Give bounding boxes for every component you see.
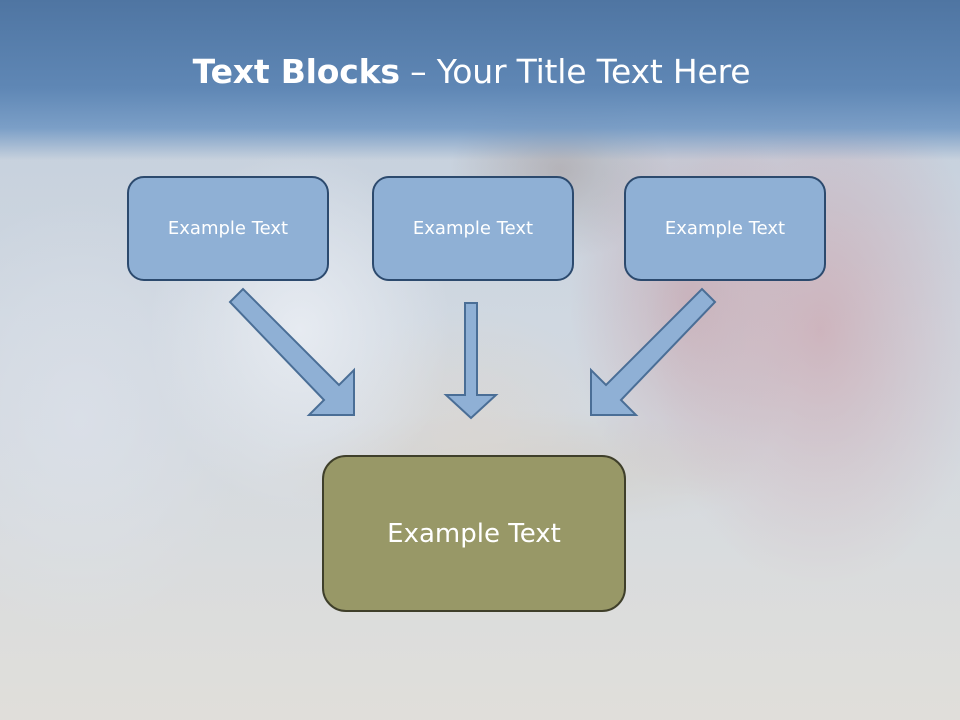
title-bold: Text Blocks [192,52,400,91]
title-rest: Your Title Text Here [436,52,751,91]
arrow-right-icon [590,287,717,416]
text-block-center: Example Text [372,176,574,281]
arrow-center-icon [443,302,499,420]
arrow-left-icon [228,287,355,416]
text-block-left: Example Text [127,176,329,281]
slide-title: Text Blocks – Your Title Text Here [0,52,943,91]
text-block-result-label: Example Text [387,518,561,549]
text-block-center-label: Example Text [412,218,534,239]
title-separator: – [399,52,437,91]
text-block-left-label: Example Text [167,218,289,239]
text-block-right-label: Example Text [664,218,786,239]
title-band [0,0,960,160]
text-block-right: Example Text [624,176,826,281]
text-block-result: Example Text [322,455,626,612]
